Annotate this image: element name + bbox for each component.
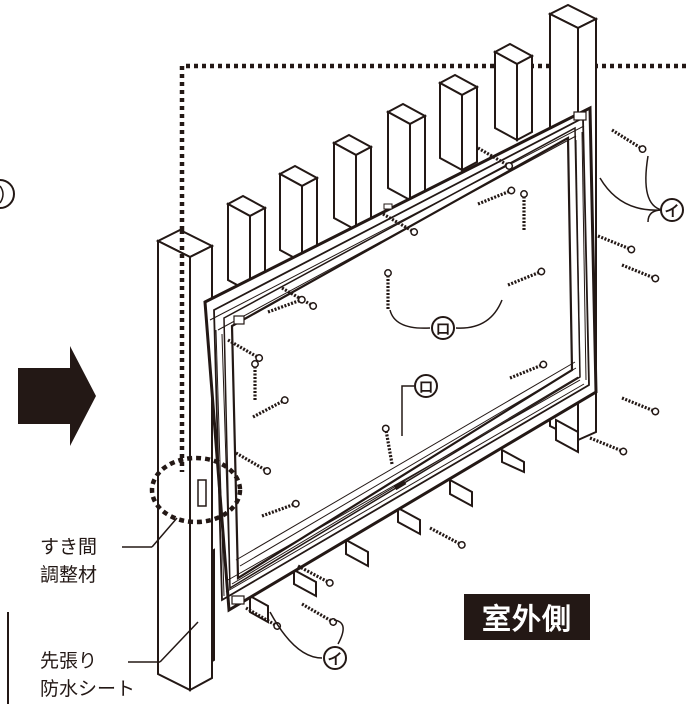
leader-lines xyxy=(122,155,663,663)
gap-adjuster-highlight xyxy=(149,455,243,525)
outdoor-side-badge: 室外側 xyxy=(464,594,590,640)
sheet-label-line1: 先張り xyxy=(40,650,98,672)
marker-i-bottom: イ xyxy=(323,646,347,670)
bottom-studs xyxy=(249,418,579,624)
top-studs xyxy=(225,42,535,294)
arrow-right xyxy=(18,346,96,446)
marker-i-top-right: イ xyxy=(660,198,684,222)
gap-adjuster-label-line2: 調整材 xyxy=(40,564,98,586)
gap-adjuster-label-line1: すき間 xyxy=(40,536,98,558)
partial-circle-left xyxy=(0,179,15,209)
left-post xyxy=(155,228,215,692)
marker-ro-center: ロ xyxy=(431,316,455,340)
gap-adjuster-shim xyxy=(197,479,207,507)
marker-ro-lower: ロ xyxy=(414,374,438,398)
window-frame xyxy=(203,105,598,613)
sheet-label-line2: 防水シート xyxy=(40,678,136,700)
